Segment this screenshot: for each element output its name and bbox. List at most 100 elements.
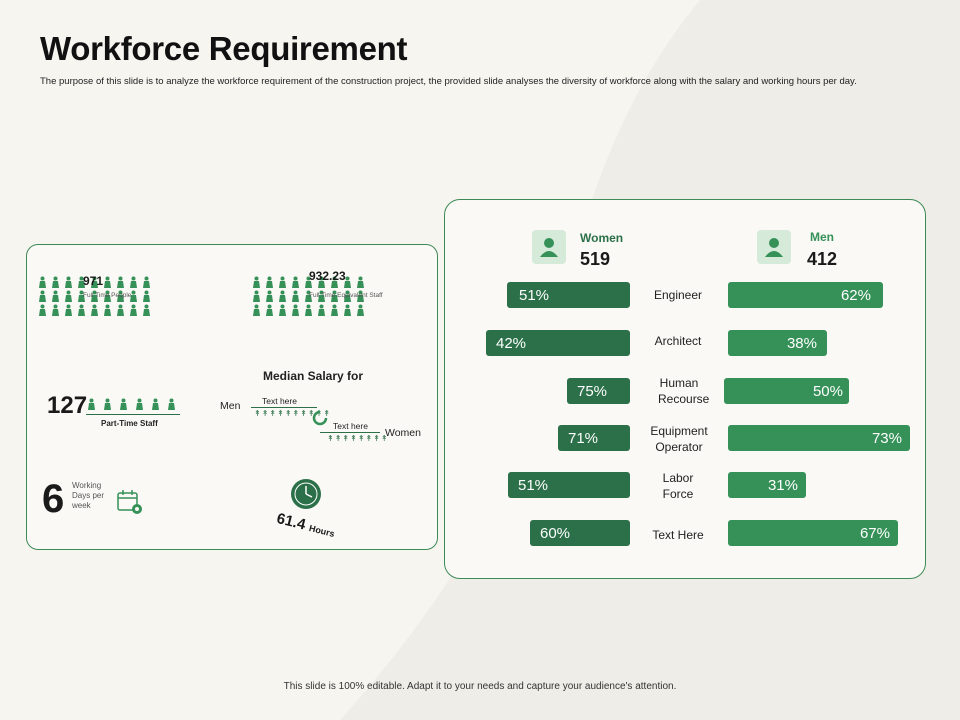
median-salary-women-text: Text here — [333, 421, 368, 431]
clock-icon — [291, 479, 321, 509]
person-icon — [318, 304, 325, 316]
women-bar-human-recourse: 75% — [567, 378, 630, 404]
women-bar-text-here: 60% — [530, 520, 630, 546]
person-icon — [143, 290, 150, 302]
person-icon — [117, 290, 124, 302]
person-icon — [305, 290, 312, 302]
full-time-people-label: Full Time People — [83, 292, 132, 299]
person-icon — [266, 304, 273, 316]
person-icon — [104, 304, 111, 316]
men-avatar — [757, 230, 791, 264]
person-icon — [279, 290, 286, 302]
person-icon — [331, 276, 338, 288]
person-icon — [78, 290, 85, 302]
person-icon — [331, 304, 338, 316]
person-icon — [39, 304, 46, 316]
person-icon — [357, 276, 364, 288]
women-avatar — [532, 230, 566, 264]
person-icon — [52, 290, 59, 302]
person-icon — [104, 290, 111, 302]
person-icon — [357, 304, 364, 316]
men-pct-text-here: 67% — [859, 524, 890, 542]
person-icon — [253, 276, 260, 288]
person-icon — [88, 398, 95, 410]
median-salary-dial-icon — [312, 410, 328, 426]
person-icon — [52, 304, 59, 316]
person-icon — [305, 304, 312, 316]
person-icon — [279, 304, 286, 316]
person-icon — [305, 276, 312, 288]
page-description: The purpose of this slide is to analyze … — [40, 76, 857, 87]
men-pct-equipment-operator: 73% — [871, 429, 902, 447]
person-icon — [78, 276, 85, 288]
hours-unit: Hours — [308, 522, 336, 539]
part-time-icons — [86, 398, 180, 410]
person-icon — [318, 290, 325, 302]
women-bar-engineer: 51% — [507, 282, 630, 308]
median-salary-heading: Median Salary for — [263, 369, 364, 383]
full-time-equivalent-value: 932.23 — [309, 269, 346, 283]
men-person-icon — [765, 238, 783, 257]
median-salary-women-line — [320, 432, 380, 433]
women-bar-labor-force: 51% — [508, 472, 630, 498]
men-bar-human-recourse: 50% — [724, 378, 849, 404]
person-icon — [292, 304, 299, 316]
men-bar-text-here: 67% — [728, 520, 898, 546]
person-icon — [152, 398, 159, 410]
men-label: Men — [810, 230, 834, 244]
working-days-value: 6 — [42, 477, 65, 521]
median-salary-women-label: Women — [385, 427, 421, 439]
person-icon — [104, 398, 111, 410]
person-icon — [130, 304, 137, 316]
part-time-value: 127 — [47, 392, 88, 419]
full-time-people-icons — [37, 276, 152, 316]
women-bar-equipment-operator: 71% — [558, 425, 630, 451]
calendar-gear-icon — [117, 490, 142, 514]
men-count: 412 — [807, 249, 838, 269]
median-salary-women-icons: ↟↟↟↟↟↟↟↟ — [327, 434, 389, 443]
person-icon — [143, 304, 150, 316]
men-pct-architect: 38% — [786, 334, 817, 352]
person-icon — [65, 290, 72, 302]
person-icon — [143, 276, 150, 288]
full-time-people-value: 971 — [83, 274, 104, 288]
women-pct-equipment-operator: 71% — [568, 429, 599, 447]
person-icon — [292, 290, 299, 302]
row-label-human-recourse: Human Recourse — [658, 376, 710, 406]
row-label-text-here: Text Here — [652, 528, 704, 542]
men-pct-human-recourse: 50% — [812, 382, 843, 400]
person-icon — [266, 290, 273, 302]
person-icon — [91, 304, 98, 316]
person-icon — [292, 276, 299, 288]
person-icon — [104, 276, 111, 288]
person-icon — [344, 276, 351, 288]
men-pct-labor-force: 31% — [767, 476, 798, 494]
working-days-label: Working Days per week — [72, 481, 105, 510]
row-label-labor-force: Labor Force — [662, 471, 694, 501]
full-time-equivalent-label: Full Time Equivalent Staff — [309, 292, 383, 299]
person-icon — [65, 304, 72, 316]
part-time-underline — [86, 414, 180, 415]
person-icon — [65, 276, 72, 288]
person-icon — [266, 276, 273, 288]
men-bar-labor-force: 31% — [728, 472, 806, 498]
median-salary-men-icons: ↟↟↟↟↟↟↟↟↟↟ — [254, 409, 332, 418]
women-pct-human-recourse: 75% — [577, 382, 608, 400]
person-icon — [120, 398, 127, 410]
person-icon — [117, 276, 124, 288]
person-icon — [357, 290, 364, 302]
person-icon — [52, 276, 59, 288]
person-icon — [130, 276, 137, 288]
person-icon — [253, 290, 260, 302]
women-person-icon — [540, 238, 558, 257]
men-pct-engineer: 62% — [840, 286, 871, 304]
women-count: 519 — [580, 249, 611, 269]
part-time-label: Part-Time Staff — [101, 419, 158, 428]
person-icon — [331, 290, 338, 302]
women-pct-text-here: 60% — [540, 524, 571, 542]
women-label: Women — [580, 231, 624, 245]
person-icon — [344, 290, 351, 302]
person-icon — [39, 276, 46, 288]
person-icon — [318, 276, 325, 288]
person-icon — [117, 304, 124, 316]
